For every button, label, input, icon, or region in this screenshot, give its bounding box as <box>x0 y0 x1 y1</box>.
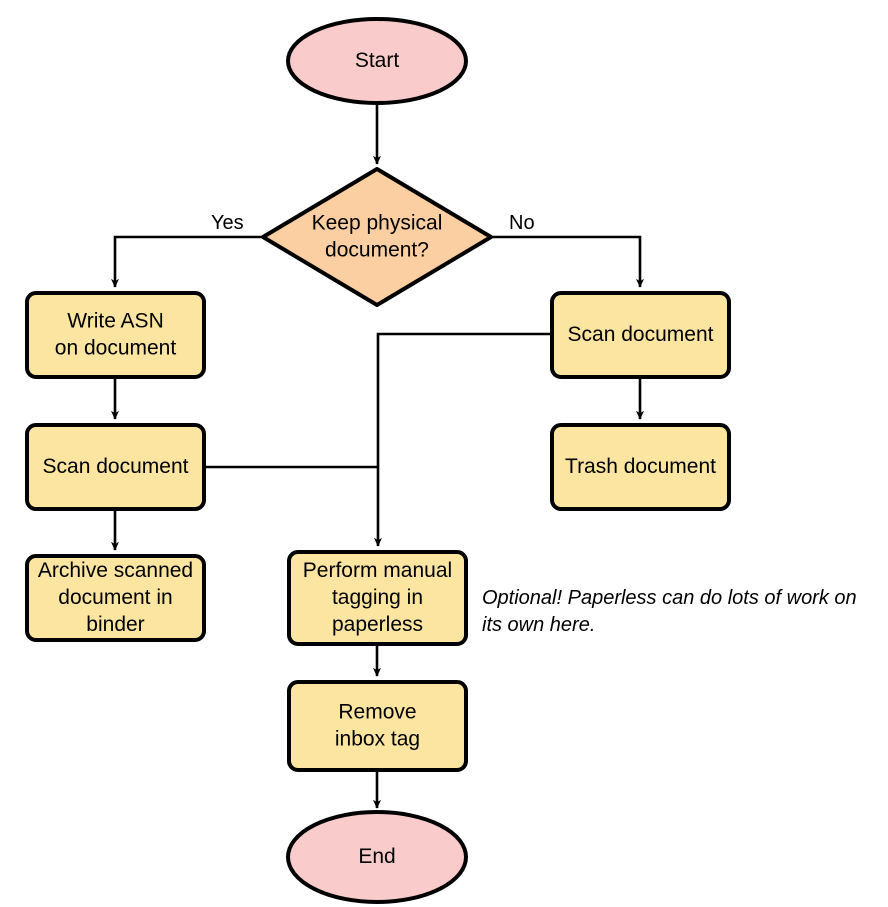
process-scan-document-right[interactable]: Scan document <box>550 291 731 379</box>
edges-layer: Yes No <box>111 103 644 809</box>
start-node[interactable]: Start <box>286 17 468 105</box>
decision-keep-physical-document-label: Keep physical document? <box>312 211 443 261</box>
annotations-layer: Optional! Paperless can do lots of work … <box>482 587 857 636</box>
process-archive-scanned-document-in-binder-label-line: document in <box>58 586 172 609</box>
edge-decision-no-to-scan-right-label: No <box>509 212 535 234</box>
process-write-asn-on-document-label-line: Write ASN <box>67 309 163 332</box>
process-remove-inbox-tag-label-line: inbox tag <box>335 727 420 750</box>
edge-decision-yes-to-write-asn: Yes <box>111 212 263 288</box>
process-archive-scanned-document-in-binder-label-line: Archive scanned <box>38 559 193 582</box>
edge-decision-yes-to-write-asn-label: Yes <box>211 212 244 234</box>
process-archive-scanned-document-in-binder[interactable]: Archive scanned document in binder <box>25 554 206 642</box>
process-trash-document-shape <box>550 423 731 511</box>
process-scan-document-left-label-line: Scan document <box>43 455 189 478</box>
process-trash-document-label-line: Trash document <box>565 455 716 478</box>
process-trash-document[interactable]: Trash document <box>550 423 731 511</box>
process-archive-scanned-document-in-binder-shape <box>25 554 206 642</box>
start-node-label: Start <box>355 49 400 72</box>
end-node-label-line: End <box>358 845 395 868</box>
start-node-shape <box>286 17 468 105</box>
edge-scan-document-right-to-manual-tagging-line <box>374 332 552 547</box>
process-trash-document-label: Trash document <box>565 455 716 478</box>
process-perform-manual-tagging-in-paperless-label-line: paperless <box>332 613 423 636</box>
process-write-asn-on-document-shape <box>25 291 206 379</box>
process-write-asn-on-document-label-line: on document <box>55 336 177 359</box>
edge-scan-document-right-to-manual-tagging <box>374 332 552 547</box>
process-scan-document-left[interactable]: Scan document <box>25 423 206 511</box>
process-remove-inbox-tag[interactable]: Remove inbox tag <box>287 680 468 772</box>
edge-decision-no-to-scan-right-line <box>491 235 644 288</box>
process-perform-manual-tagging-in-paperless-label-line: tagging in <box>332 586 423 609</box>
process-perform-manual-tagging-in-paperless-label: Perform manual tagging in paperless <box>303 559 452 636</box>
decision-keep-physical-document-shape <box>261 167 493 307</box>
process-write-asn-on-document[interactable]: Write ASN on document <box>25 291 206 379</box>
decision-keep-physical-document[interactable]: Keep physical document? <box>261 167 493 307</box>
process-perform-manual-tagging-in-paperless-shape <box>287 550 468 646</box>
annotation-optional-paperless-note-line: Optional! Paperless can do lots of work … <box>482 587 857 609</box>
annotation-optional-paperless-note: Optional! Paperless can do lots of work … <box>482 587 857 636</box>
process-remove-inbox-tag-label-line: Remove <box>338 700 416 723</box>
edge-decision-no-to-scan-right: No <box>491 212 644 288</box>
process-write-asn-on-document-label: Write ASN on document <box>55 309 177 359</box>
process-scan-document-right-label-line: Scan document <box>568 323 714 346</box>
process-archive-scanned-document-in-binder-label: Archive scanned document in binder <box>38 559 193 636</box>
process-scan-document-left-shape <box>25 423 206 511</box>
end-node-label: End <box>358 845 395 868</box>
process-scan-document-right-label: Scan document <box>568 323 714 346</box>
decision-keep-physical-document-label-line: Keep physical <box>312 211 443 234</box>
start-node-label-line: Start <box>355 49 400 72</box>
process-scan-document-right-shape <box>550 291 731 379</box>
process-archive-scanned-document-in-binder-label-line: binder <box>86 613 144 636</box>
process-remove-inbox-tag-label: Remove inbox tag <box>335 700 420 750</box>
process-remove-inbox-tag-shape <box>287 680 468 772</box>
end-node[interactable]: End <box>286 810 468 904</box>
edge-decision-yes-to-write-asn-line <box>111 235 263 288</box>
process-scan-document-left-label: Scan document <box>43 455 189 478</box>
end-node-shape <box>286 810 468 904</box>
process-perform-manual-tagging-in-paperless-label-line: Perform manual <box>303 559 452 582</box>
annotation-optional-paperless-note-line: its own here. <box>482 614 595 636</box>
decision-keep-physical-document-label-line: document? <box>325 238 429 261</box>
process-perform-manual-tagging-in-paperless[interactable]: Perform manual tagging in paperless <box>287 550 468 646</box>
